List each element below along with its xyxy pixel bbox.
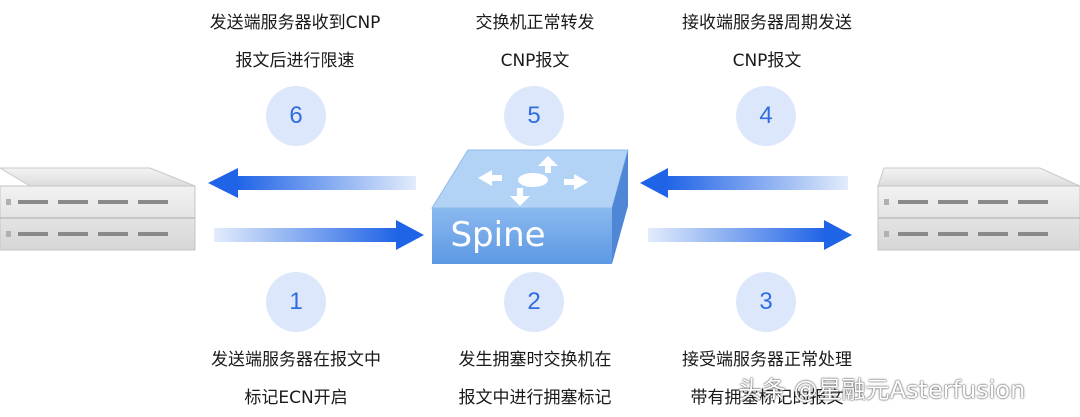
step-3-label: 接受端服务器正常处理 带有拥塞标记的报文 [627,341,907,417]
step-1-label: 发送端服务器在报文中 标记ECN开启 [156,341,436,417]
step-1-line2: 标记ECN开启 [244,388,348,408]
step-5-line2: CNP报文 [500,51,570,71]
step-4-number: 4 [736,86,796,146]
watermark: 头条 @星融元Asterfusion [738,376,1026,404]
switch-label: Spine [450,215,545,255]
step-4-line1: 接收端服务器周期发送 [682,13,852,33]
step-2-number: 2 [504,272,564,332]
step-5-label: 交换机正常转发 CNP报文 [395,4,675,80]
right-server [877,167,1080,251]
step-1-number: 1 [266,272,326,332]
step-2-line2: 报文中进行拥塞标记 [458,388,612,408]
step-3-number: 3 [736,272,796,332]
step-3-line1: 接受端服务器正常处理 [682,350,852,370]
arrow-step6-left [208,168,416,198]
arrow-step3-right [648,220,852,250]
arrow-step1-right [214,220,424,250]
step-2-line1: 发生拥塞时交换机在 [458,350,612,370]
step-4-label: 接收端服务器周期发送 CNP报文 [627,4,907,80]
spine-switch: Spine [431,149,629,264]
left-server [0,167,196,251]
step-5-line1: 交换机正常转发 [475,13,595,33]
step-6-number: 6 [266,86,326,146]
step-3-line2: 带有拥塞标记的报文 [690,388,844,408]
step-6-line2: 报文后进行限速 [235,51,355,71]
switch-arrows-icon [478,156,588,206]
step-6-label: 发送端服务器收到CNP 报文后进行限速 [155,4,435,80]
step-4-line2: CNP报文 [732,51,802,71]
step-6-line1: 发送端服务器收到CNP [209,13,381,33]
step-1-line1: 发送端服务器在报文中 [211,350,381,370]
step-2-label: 发生拥塞时交换机在 报文中进行拥塞标记 [395,341,675,417]
arrow-step4-left [640,168,848,198]
step-5-number: 5 [504,86,564,146]
